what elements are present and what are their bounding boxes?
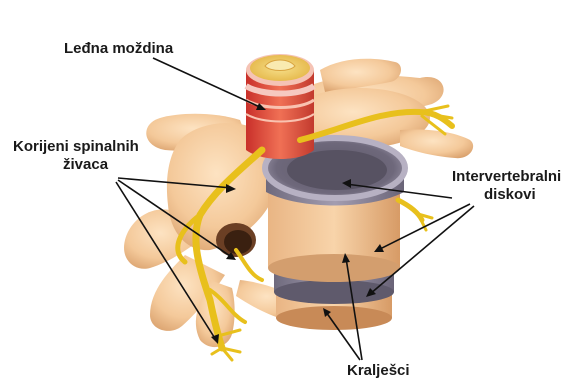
label-nerve-roots-line1: Korijeni spinalnih: [13, 138, 139, 155]
label-discs-line2: diskovi: [484, 186, 536, 203]
label-spinal-cord: Leđna moždina: [64, 40, 173, 57]
label-vertebrae: Kralješci: [347, 362, 410, 379]
label-discs-line1: Intervertebralni: [452, 168, 561, 185]
vertebral-body-stack: [265, 138, 405, 330]
leader-spinal-cord: [153, 58, 262, 108]
label-nerve-roots-line2: živaca: [63, 156, 108, 173]
spinal-cord: [246, 54, 314, 159]
